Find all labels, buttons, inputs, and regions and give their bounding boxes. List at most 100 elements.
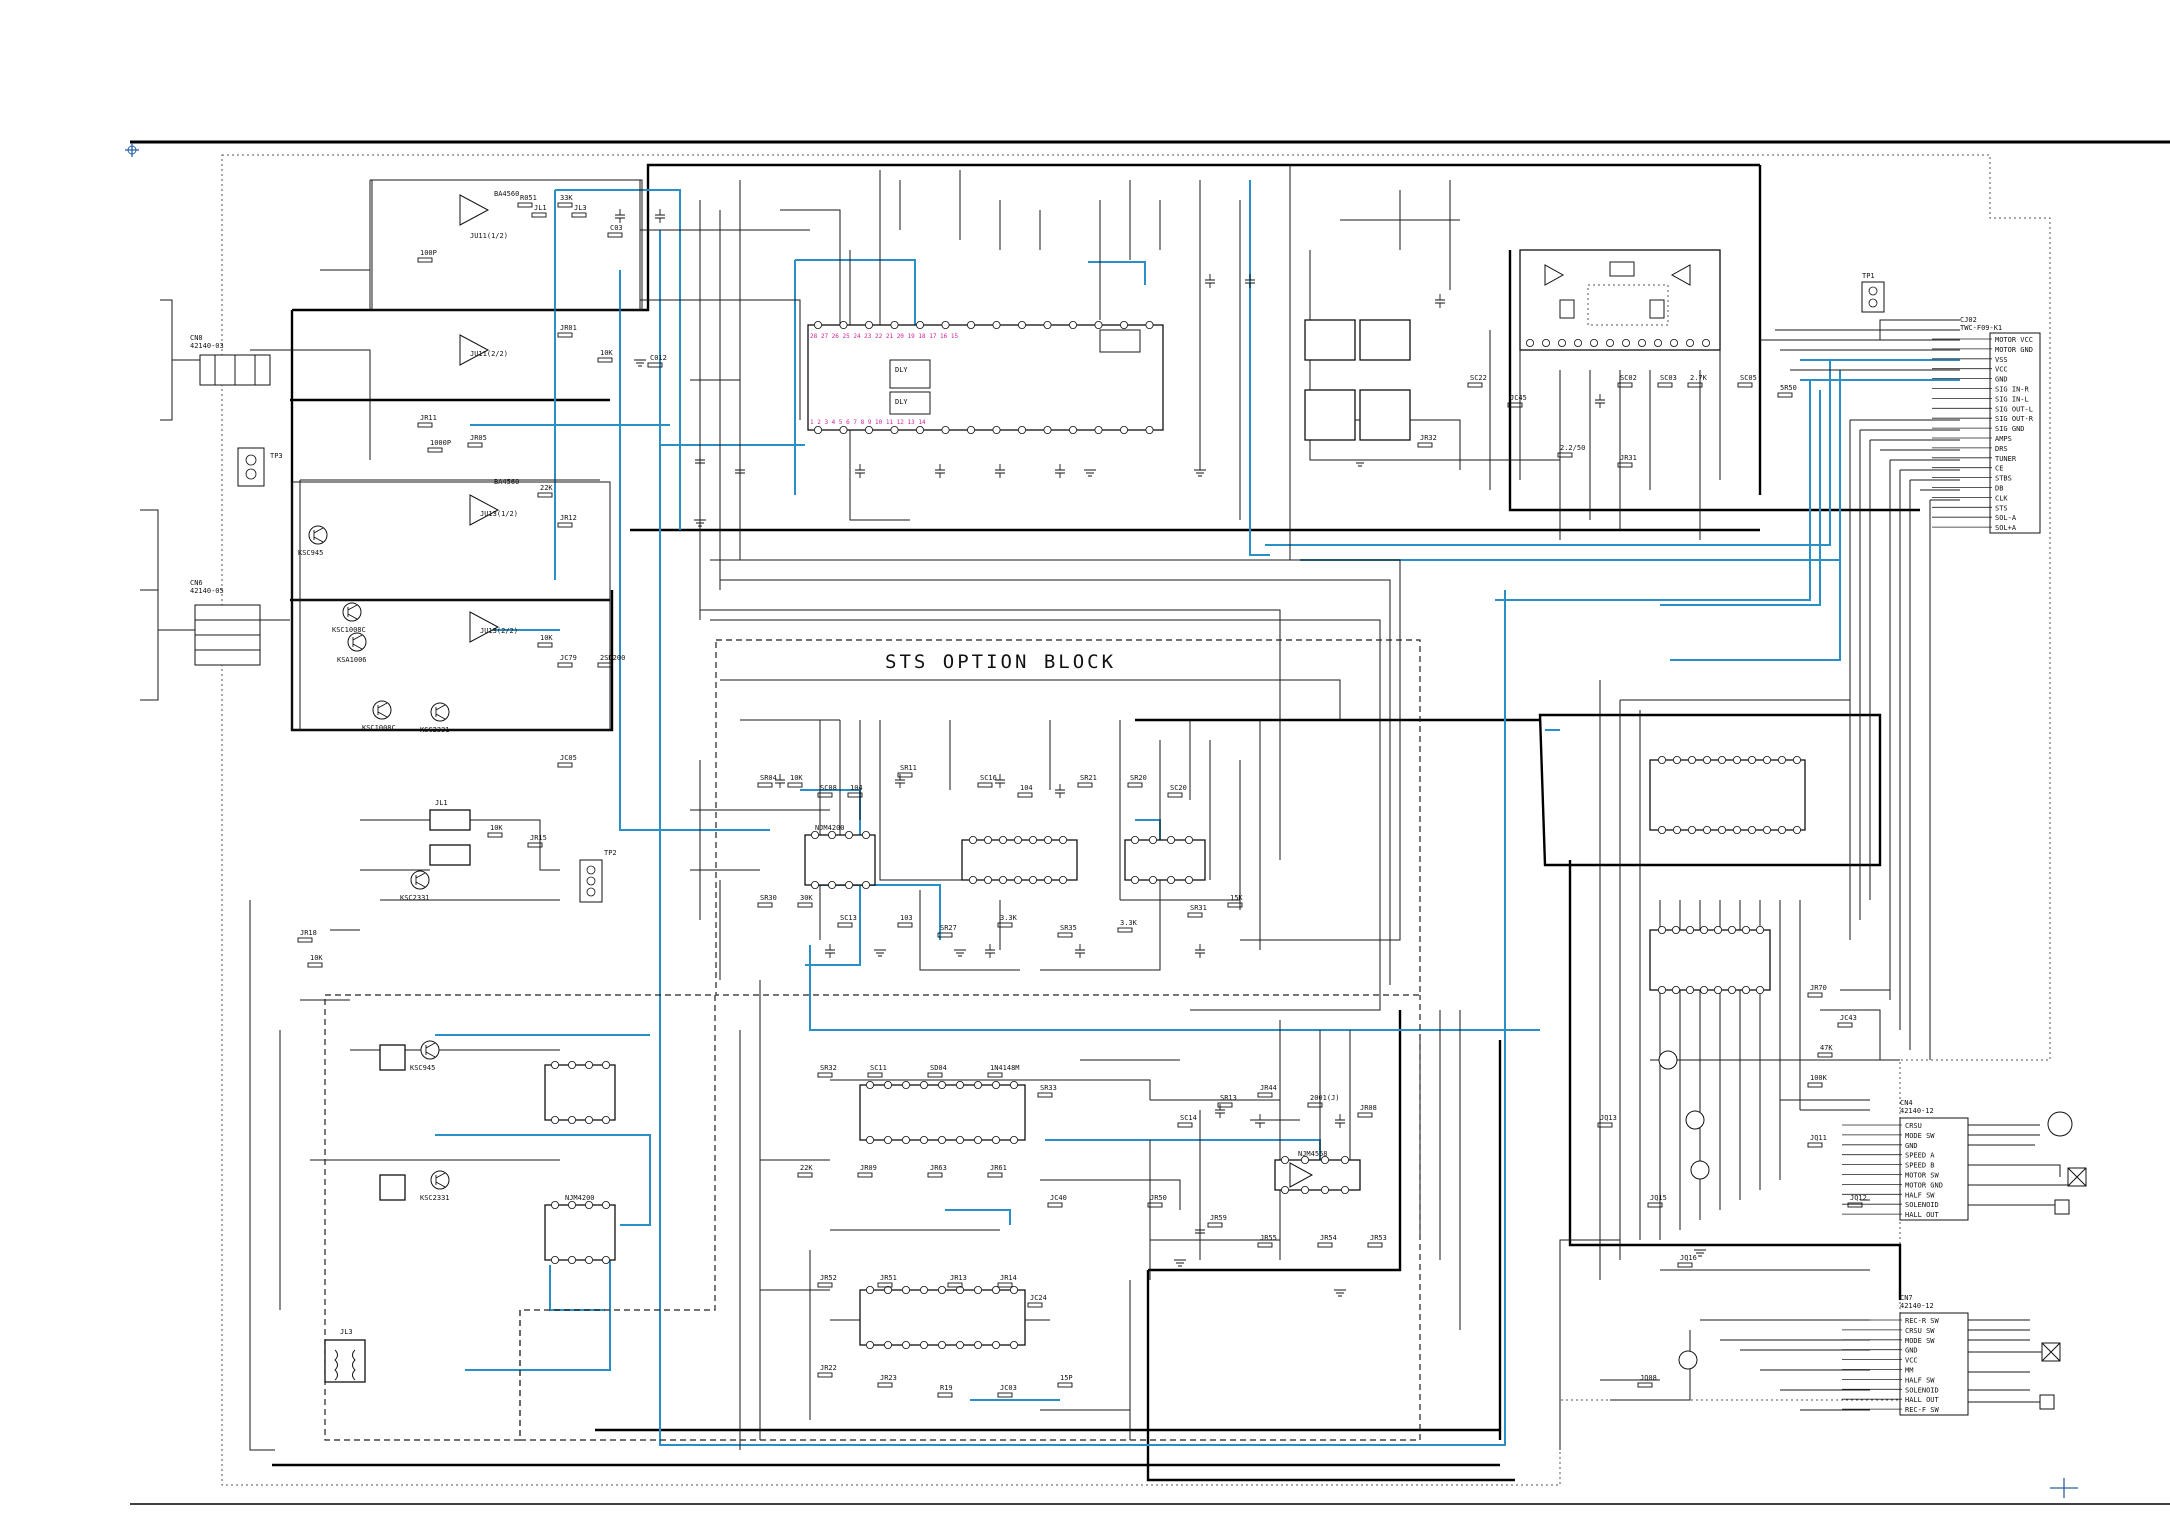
part-label: SR11 bbox=[900, 764, 917, 772]
svg-text:NJM4200: NJM4200 bbox=[565, 1194, 595, 1202]
connector-pin-label: CRSU bbox=[1905, 1122, 1922, 1130]
connector-pin-label: STBS bbox=[1995, 475, 2012, 483]
part-label: SC16 bbox=[980, 774, 997, 782]
part-label: 103 bbox=[900, 914, 913, 922]
connector-pin-label: SIG IN-R bbox=[1995, 386, 2030, 394]
part-label: SR32 bbox=[820, 1064, 837, 1072]
connector-pin-label: REC-F SW bbox=[1905, 1406, 1940, 1414]
transistor bbox=[1690, 1160, 1710, 1180]
part-label: JC45 bbox=[1510, 394, 1527, 402]
transistor bbox=[372, 700, 392, 720]
part-label: JL3 bbox=[574, 204, 587, 212]
right-ics bbox=[1649, 759, 1806, 991]
part-label: 10K bbox=[540, 634, 553, 642]
connector-pin-label: GND bbox=[1995, 376, 2008, 384]
svg-text:TWC-F09-K1: TWC-F09-K1 bbox=[1960, 324, 2002, 332]
part-label: JR32 bbox=[1420, 434, 1437, 442]
part-label: C012 bbox=[650, 354, 667, 362]
part-label: JR51 bbox=[880, 1274, 897, 1282]
part-label: 104 bbox=[850, 784, 863, 792]
transistor bbox=[1678, 1350, 1698, 1370]
sts-ics: NJM4200 NJM4558 NJM4200 bbox=[544, 824, 1361, 1346]
part-label: 3.3K bbox=[1120, 919, 1138, 927]
sts-option-block-title: STS OPTION BLOCK bbox=[885, 651, 1116, 673]
opamp-sections: BA4560 BA4560 JU11(1/2) JU11(2/2) JU13(1… bbox=[291, 179, 643, 731]
part-label: JC43 bbox=[1840, 1014, 1857, 1022]
part-label: SC13 bbox=[840, 914, 857, 922]
connector-pin-label: SIG OUT-L bbox=[1995, 405, 2033, 413]
part-label: SC02 bbox=[1620, 374, 1637, 382]
connector-pin-label: MOTOR GND bbox=[1905, 1181, 1943, 1189]
svg-text:TP3: TP3 bbox=[270, 452, 283, 460]
part-label: JR18 bbox=[300, 929, 317, 937]
transistor bbox=[410, 870, 430, 890]
part-label: 10K bbox=[490, 824, 503, 832]
left-connectors: CN8 42140-03 CN6 42140-05 TP3 TP2 TP1 bbox=[140, 272, 1885, 903]
part-label: 1N4148M bbox=[990, 1064, 1020, 1072]
part-label: JR63 bbox=[930, 1164, 947, 1172]
part-label: JC24 bbox=[1030, 1294, 1047, 1302]
part-label: SR27 bbox=[940, 924, 957, 932]
connector-pin-label: GND bbox=[1905, 1347, 1918, 1355]
wiring bbox=[220, 165, 1960, 1451]
connector-pin-label: SPEED B bbox=[1905, 1162, 1935, 1170]
part-label: JQ16 bbox=[1680, 1254, 1697, 1262]
connector-pin-label: REC-R SW bbox=[1905, 1317, 1940, 1325]
part-label: 2.2/50 bbox=[1560, 444, 1585, 452]
svg-text:BA4560: BA4560 bbox=[494, 478, 519, 486]
part-label: 2SD200 bbox=[600, 654, 625, 662]
connector-pin-label: SIG GND bbox=[1995, 425, 2025, 433]
connector-pin-label: SOLENOID bbox=[1905, 1386, 1939, 1394]
sts-option-block-border bbox=[715, 639, 1421, 996]
part-label: R051 bbox=[520, 194, 537, 202]
part-label: 100K bbox=[1810, 1074, 1828, 1082]
sts-lower-block-border bbox=[519, 995, 1421, 1441]
part-label: JR53 bbox=[1370, 1234, 1387, 1242]
part-label: SR20 bbox=[1130, 774, 1147, 782]
svg-text:JL3: JL3 bbox=[340, 1328, 353, 1336]
part-label: 2.7K bbox=[1690, 374, 1708, 382]
part-label: 104 bbox=[1020, 784, 1033, 792]
part-label: 22K bbox=[540, 484, 553, 492]
part-label: JC05 bbox=[560, 754, 577, 762]
connector-pin-label: SOL+A bbox=[1995, 524, 2017, 532]
transformers: JL3 JL1 bbox=[324, 799, 471, 1383]
connector-pin-label: SOL-A bbox=[1995, 514, 2017, 522]
connector-pin-label: DB bbox=[1995, 485, 2003, 493]
transistor bbox=[342, 602, 362, 622]
part-label: SR31 bbox=[1190, 904, 1207, 912]
part-label: SC03 bbox=[1660, 374, 1677, 382]
svg-text:42140-05: 42140-05 bbox=[190, 587, 224, 595]
part-label: JR12 bbox=[560, 514, 577, 522]
part-label: JR05 bbox=[470, 434, 487, 442]
connector-pin-label: VCC bbox=[1905, 1357, 1918, 1365]
part-label: 47K bbox=[1820, 1044, 1833, 1052]
connector-pin-label: CE bbox=[1995, 465, 2003, 473]
svg-text:BA4560: BA4560 bbox=[494, 190, 519, 198]
analog-switch-ics bbox=[1304, 319, 1411, 441]
svg-text:42140-03: 42140-03 bbox=[190, 342, 224, 350]
svg-text:JU13(2/2): JU13(2/2) bbox=[480, 627, 518, 635]
svg-text:CN7: CN7 bbox=[1900, 1294, 1913, 1302]
connector-pin-label: MODE SW bbox=[1905, 1132, 1935, 1140]
part-label: 33K bbox=[560, 194, 573, 202]
part-label: SR04 bbox=[760, 774, 777, 782]
transistor bbox=[420, 1040, 440, 1060]
part-label: C03 bbox=[610, 224, 623, 232]
part-label: SC20 bbox=[1170, 784, 1187, 792]
part-label: JR11 bbox=[420, 414, 437, 422]
transistor-label: KSC1008C bbox=[332, 626, 366, 634]
part-label: JQ11 bbox=[1810, 1134, 1827, 1142]
svg-text:JU11(1/2): JU11(1/2) bbox=[470, 232, 508, 240]
transistor-label: KSA1006 bbox=[337, 656, 367, 664]
svg-text:42140-12: 42140-12 bbox=[1900, 1107, 1934, 1115]
transistor bbox=[1685, 1110, 1705, 1130]
svg-text:42140-12: 42140-12 bbox=[1900, 1302, 1934, 1310]
connector-pin-label: CLK bbox=[1995, 494, 2008, 502]
part-label: JR54 bbox=[1320, 1234, 1337, 1242]
svg-text:NJM4200: NJM4200 bbox=[815, 824, 845, 832]
part-label: JQ13 bbox=[1600, 1114, 1617, 1122]
